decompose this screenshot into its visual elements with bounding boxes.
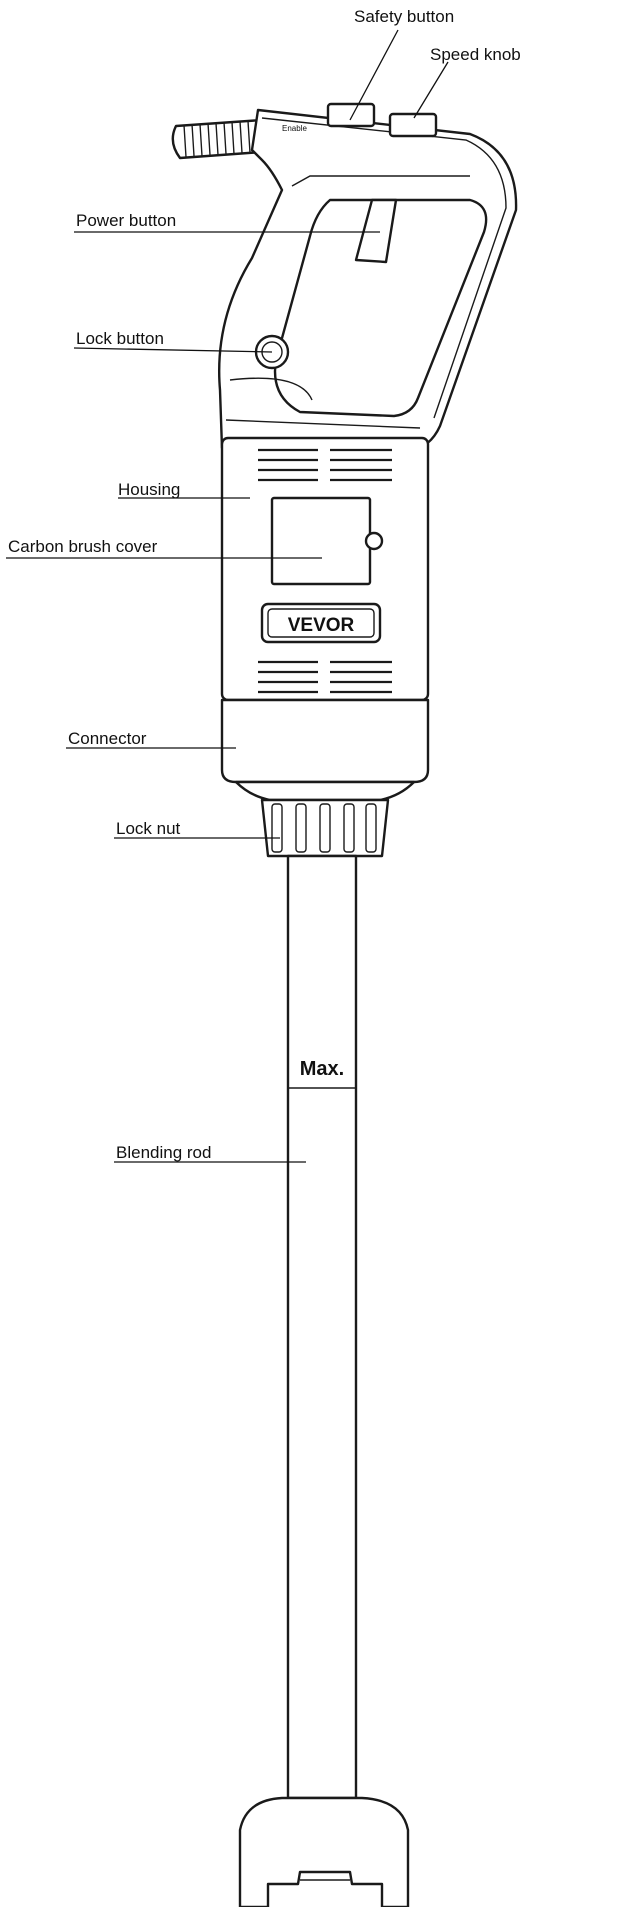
- label-carbon-brush-cover: Carbon brush cover: [8, 537, 158, 556]
- bottom-vents: [258, 660, 392, 694]
- label-housing: Housing: [118, 480, 180, 499]
- blade-guard: [238, 1796, 410, 1909]
- part-labels: Safety button Speed knob Power button Lo…: [8, 7, 521, 1162]
- speed-knob-part: [388, 112, 438, 138]
- top-vents: [258, 448, 392, 482]
- label-speed-knob: Speed knob: [430, 45, 521, 64]
- brand-logo: VEVOR: [288, 615, 355, 636]
- safety-button-part: [326, 102, 376, 128]
- power-button-part: [354, 198, 398, 264]
- handle: Enable: [218, 102, 518, 452]
- label-power-button: Power button: [76, 211, 176, 230]
- label-lock-button: Lock button: [76, 329, 164, 348]
- connector: [220, 698, 430, 802]
- label-lock-nut: Lock nut: [116, 819, 181, 838]
- blending-rod: Max.: [286, 854, 358, 1800]
- label-safety-button: Safety button: [354, 7, 454, 26]
- carbon-brush-cover-part: [270, 496, 372, 586]
- handle-mark: Enable: [282, 124, 307, 133]
- max-mark: Max.: [300, 1058, 344, 1080]
- label-connector: Connector: [68, 729, 147, 748]
- logo-plate: [260, 602, 382, 644]
- leader-lines: [6, 29, 449, 1163]
- housing: VEVOR: [220, 436, 430, 702]
- lock-nut: [260, 798, 390, 858]
- power-cord: [171, 118, 264, 160]
- label-blending-rod: Blending rod: [116, 1143, 211, 1162]
